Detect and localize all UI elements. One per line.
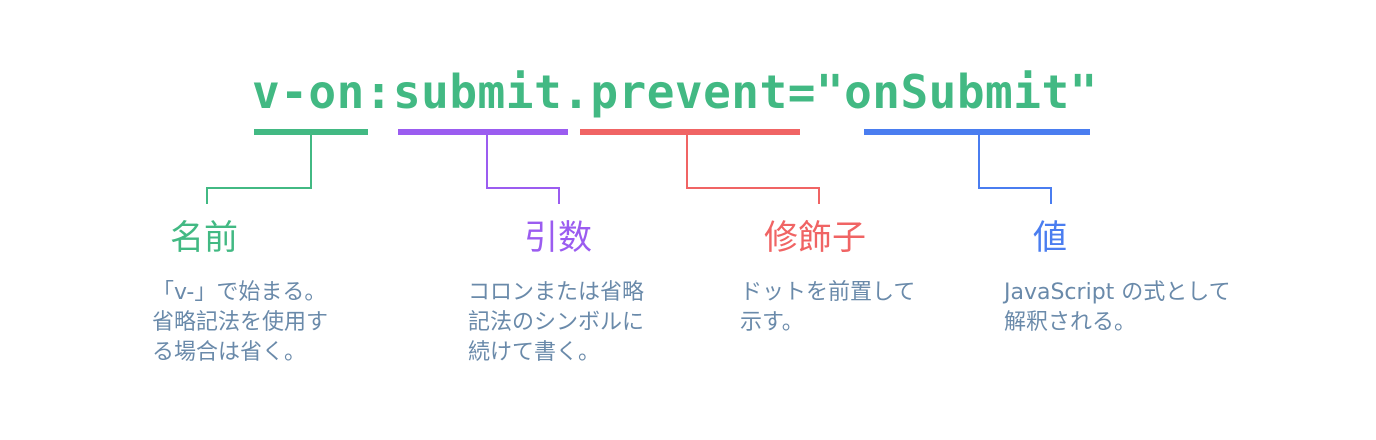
modifier-connector — [686, 135, 820, 204]
modifier-description: ドットを前置して 示す。 — [740, 280, 916, 335]
name-underline — [254, 129, 368, 135]
name-label: 名前 — [170, 218, 238, 258]
argument-underline — [398, 129, 568, 135]
argument-description: コロンまたは省略 記法のシンボルに 続けて書く。 — [468, 280, 645, 365]
argument-connector — [486, 135, 560, 204]
value-underline — [864, 129, 1090, 135]
modifier-label: 修飾子 — [764, 218, 866, 258]
value-label: 値 — [1033, 218, 1067, 258]
modifier-underline — [580, 129, 800, 135]
value-description: JavaScript の式として 解釈される。 — [1004, 280, 1231, 335]
argument-label: 引数 — [524, 218, 592, 258]
name-description: 「v-」で始まる。 省略記法を使用す る場合は省く。 — [152, 280, 329, 365]
name-connector — [206, 135, 312, 204]
value-connector — [978, 135, 1052, 204]
directive-code: v-on:submit.prevent="onSubmit" — [252, 65, 1098, 119]
